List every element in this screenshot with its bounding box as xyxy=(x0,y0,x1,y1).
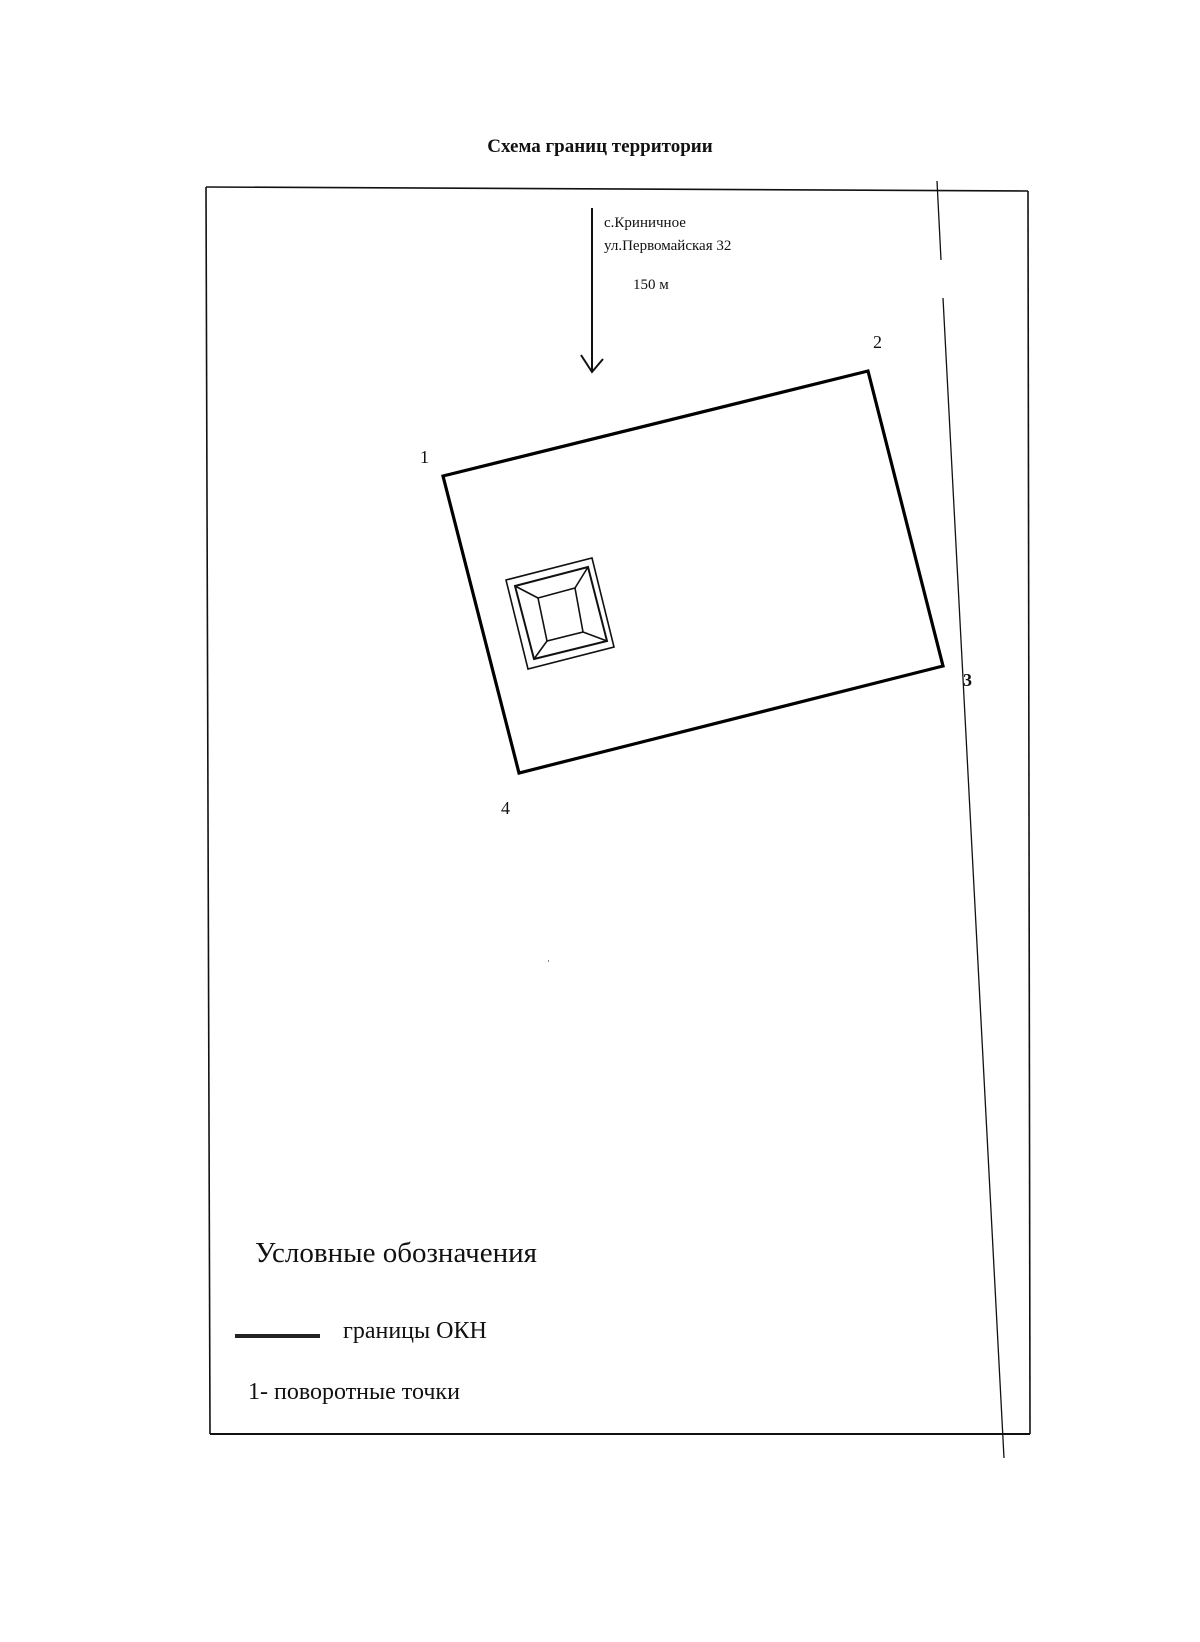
frame xyxy=(205,186,1031,1435)
road-line xyxy=(936,180,1005,1459)
legend-item-points: 1- поворотные точки xyxy=(248,1379,460,1405)
point-label-2: 2 xyxy=(873,332,882,352)
pyramid-square-icon xyxy=(505,557,615,670)
legend-item-boundary: границы ОКН xyxy=(343,1318,487,1344)
direction-distance: 150 м xyxy=(633,277,669,293)
direction-place: с.Криничное xyxy=(604,215,686,231)
okn-boundary xyxy=(441,369,945,775)
direction-street: ул.Первомайская 32 xyxy=(604,238,732,254)
point-label-1: 1 xyxy=(420,447,429,467)
point-label-3: 3 xyxy=(963,670,972,690)
speck xyxy=(548,960,549,962)
page-title: Схема границ территории xyxy=(487,136,713,157)
legend-title: Условные обозначения xyxy=(255,1237,537,1269)
point-label-4: 4 xyxy=(501,798,510,818)
arrow-down-icon xyxy=(580,208,604,374)
